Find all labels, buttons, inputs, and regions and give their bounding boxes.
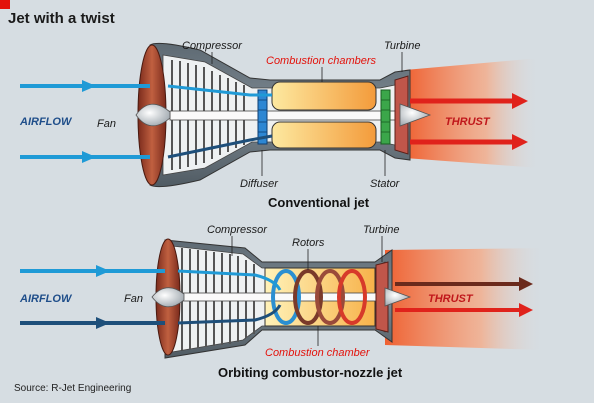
label-fan-2: Fan [124, 293, 143, 305]
diffuser [257, 89, 268, 145]
label-thrust: THRUST [445, 116, 491, 128]
label-combustion-chambers: Combustion chambers [266, 55, 377, 67]
fan-spinner-2 [151, 287, 185, 308]
label-turbine-2: Turbine [363, 224, 399, 236]
label-compressor-2: Compressor [207, 224, 268, 236]
airflow-arrows-2 [20, 269, 282, 325]
label-diffuser: Diffuser [240, 178, 279, 190]
rotor-1 [271, 269, 301, 325]
thrust-arrows-2 [395, 277, 533, 317]
source-note: Source: R-Jet Engineering [14, 383, 132, 394]
shaft [169, 110, 401, 121]
chart-title: Jet with a twist [8, 10, 115, 27]
label-turbine: Turbine [384, 40, 420, 52]
thrust-plume-2 [385, 248, 545, 350]
label-airflow-2: AIRFLOW [19, 293, 73, 305]
rotor-2 [293, 269, 323, 325]
orbiting-jet: Compressor Rotors Turbine Fan Combustion… [19, 224, 545, 380]
airflow-arrowhead-top-2 [96, 265, 110, 277]
label-fan: Fan [97, 118, 116, 130]
label-rotors: Rotors [292, 237, 325, 249]
airflow-arrowhead-bottom [82, 151, 96, 163]
airflow-arrowhead-bottom-2 [96, 317, 110, 329]
conventional-jet: Compressor Combustion chambers Turbine F… [19, 40, 540, 210]
thrust-arrows [410, 93, 528, 150]
rotors [271, 269, 367, 325]
rotor-4 [337, 269, 367, 325]
brand-marker [0, 0, 10, 9]
fan-spinner [135, 103, 171, 127]
combustion-chamber-bottom [271, 121, 377, 149]
exhaust-cone-2 [384, 287, 412, 307]
caption-conventional-jet: Conventional jet [268, 195, 370, 210]
label-compressor: Compressor [182, 40, 243, 52]
exhaust-cone [399, 103, 432, 127]
caption-orbiting-jet: Orbiting combustor-nozzle jet [218, 365, 403, 380]
rotor-3 [315, 269, 345, 325]
shaft-2 [179, 292, 396, 302]
combustion-chamber-top [271, 81, 377, 111]
label-thrust-2: THRUST [428, 293, 474, 305]
airflow-arrowhead-top [82, 80, 96, 92]
label-stator: Stator [370, 178, 401, 190]
label-combustion-chamber: Combustion chamber [265, 347, 371, 359]
label-airflow: AIRFLOW [19, 116, 73, 128]
turbine-2 [375, 261, 389, 333]
stator [380, 89, 391, 145]
